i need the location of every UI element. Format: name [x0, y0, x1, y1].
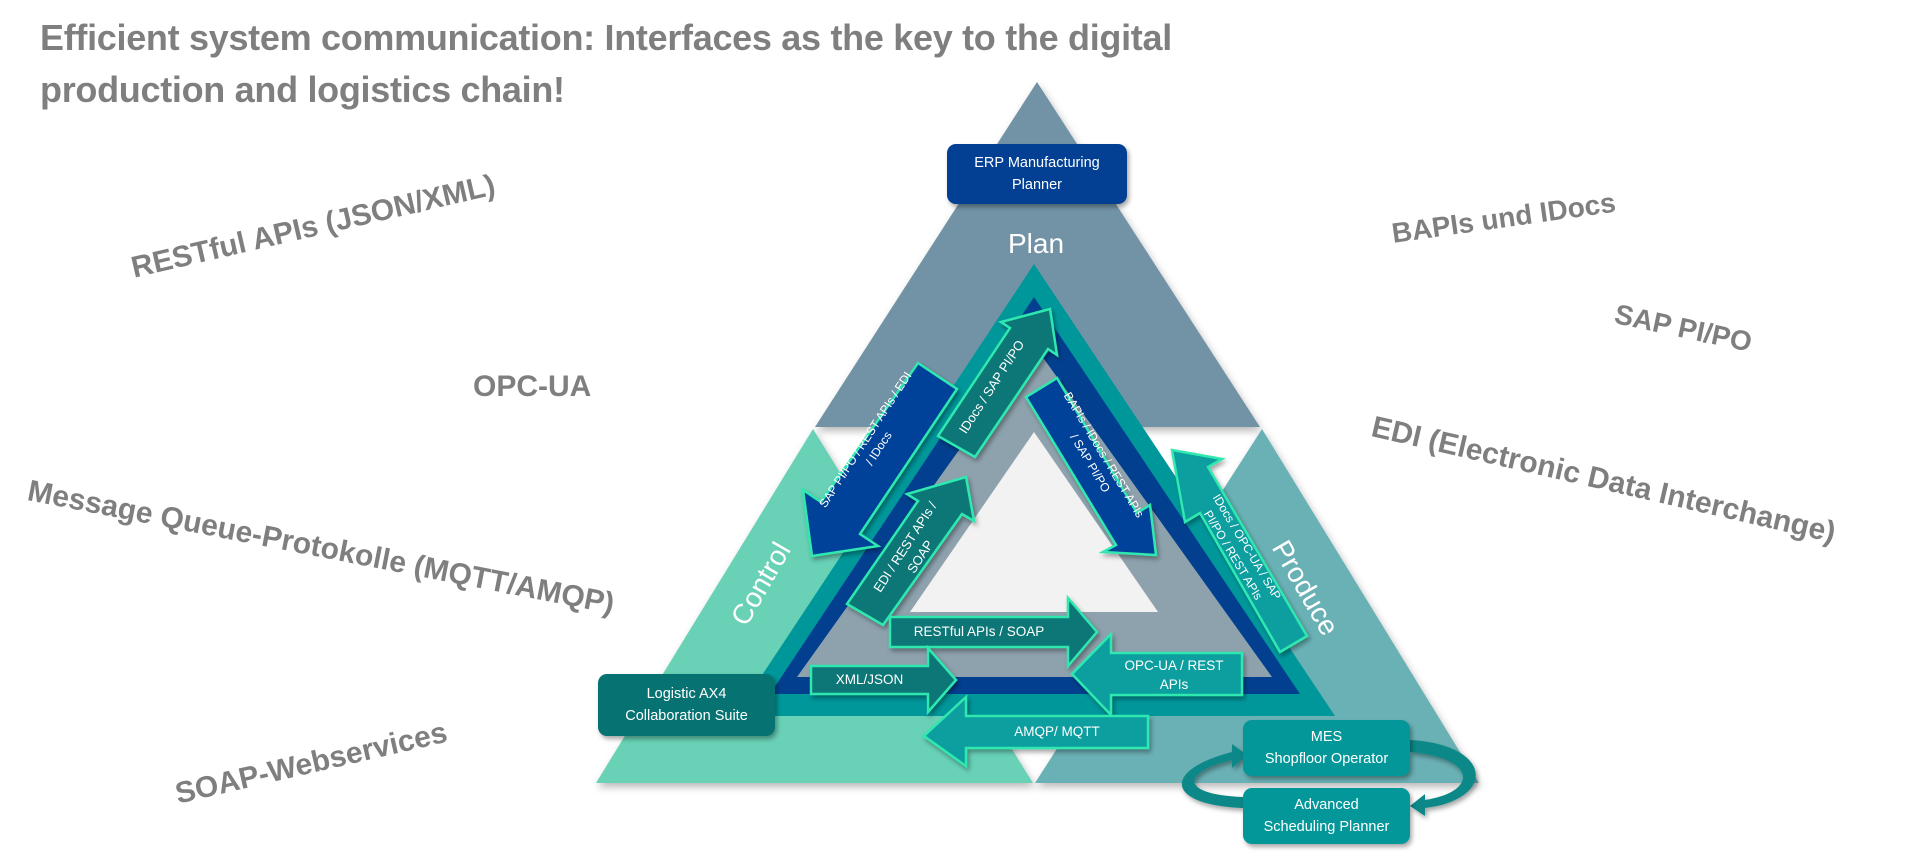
arrow-plan-to-produce — [1024, 376, 1158, 557]
mes-box-line-2: Shopfloor Operator — [1264, 751, 1389, 767]
page-title: Efficient system communication: Interfac… — [40, 12, 1340, 116]
mes-shopfloor-operator-box[interactable]: MES Shopfloor Operator — [1243, 720, 1410, 776]
protocol-opc-ua: OPC-UA — [473, 370, 592, 403]
aps-box-line-1: Advanced — [1294, 797, 1359, 813]
title-line-1: Efficient system communication: Interfac… — [40, 17, 1172, 58]
advanced-scheduling-planner-box[interactable]: Advanced Scheduling Planner — [1243, 788, 1410, 844]
loop-arrow-left — [1181, 744, 1247, 808]
title-line-2: production and logistics chain! — [40, 69, 565, 110]
arrow-label-line: RESTful APIs / SOAP — [913, 624, 1045, 639]
arrow-amqp-mqtt — [922, 694, 1150, 769]
arrow-opcua-rest — [1070, 630, 1244, 719]
section-label-plan: Plan — [1008, 228, 1065, 259]
erp-manufacturing-planner-box[interactable]: ERP Manufacturing Planner — [947, 144, 1127, 204]
plan-section — [815, 82, 1260, 427]
arrow-label-amqp-mqtt: AMQP/ MQTT — [966, 723, 1148, 741]
arrow-control-to-plan — [936, 307, 1059, 459]
arrow-plan-to-control — [801, 361, 959, 558]
logistic-ax4-box[interactable]: Logistic AX4 Collaboration Suite — [598, 674, 775, 736]
arrow-label-line: AMQP/ MQTT — [1014, 724, 1100, 739]
arrow-control-inner-up — [845, 475, 976, 627]
arrow-restful-soap — [888, 594, 1099, 670]
aps-box-line-2: Scheduling Planner — [1263, 819, 1390, 835]
arrow-label-line: APIs — [1159, 677, 1189, 692]
arrow-produce-to-plan — [1170, 448, 1309, 654]
logistic-box-line-1: Logistic AX4 — [646, 686, 727, 702]
center-white-triangle — [910, 432, 1158, 612]
arrow-label-line: OPC-UA / REST — [1124, 658, 1224, 673]
loop-arrow-right — [1410, 740, 1476, 816]
arrow-label-line: XML/JSON — [835, 672, 904, 687]
arrow-label-restful-soap: RESTful APIs / SOAP — [890, 623, 1068, 641]
erp-box-line-2: Planner — [1012, 177, 1062, 193]
erp-box-line-1: ERP Manufacturing — [974, 155, 1100, 171]
arrow-label-opcua-rest: OPC-UA / REST APIs — [1104, 656, 1244, 694]
logistic-box-line-2: Collaboration Suite — [625, 708, 748, 724]
mes-box-line-1: MES — [1310, 729, 1343, 745]
arrow-label-xml-json: XML/JSON — [811, 671, 928, 689]
arrow-xml-json — [809, 644, 958, 716]
